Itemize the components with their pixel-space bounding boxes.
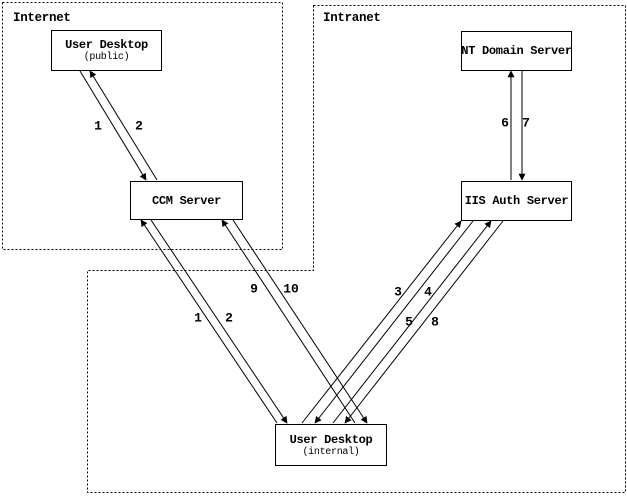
edge-label-10: 10 (283, 281, 299, 297)
node-nt-domain-server: NT Domain Server (461, 31, 572, 71)
node-title: IIS Auth Server (464, 194, 569, 208)
intranet-zone-outline (87, 5, 626, 493)
edge-label-7: 7 (522, 115, 530, 131)
node-user-desktop-internal: User Desktop (internal) (275, 424, 387, 466)
edge-label-1-internal: 1 (194, 310, 202, 326)
edge-label-9: 9 (250, 281, 258, 297)
arrow-2-ccm-to-public-desktop (89, 70, 158, 181)
edge-label-4: 4 (424, 284, 432, 300)
edge-label-1-public: 1 (94, 118, 102, 134)
edge-label-2-public: 2 (135, 118, 143, 134)
internet-zone-outline (2, 2, 283, 250)
arrow-4-iis-to-internal-desktop (314, 220, 474, 424)
node-title: CCM Server (151, 193, 221, 208)
node-iis-auth-server: IIS Auth Server (461, 181, 572, 221)
arrow-5-internal-desktop-to-iis (332, 220, 492, 424)
node-ccm-server: CCM Server (130, 181, 243, 220)
arrow-2-ccm-to-internal-desktop (150, 219, 288, 424)
node-user-desktop-public: User Desktop (public) (51, 30, 162, 71)
arrow-8-iis-to-internal-desktop (344, 220, 504, 424)
internet-zone-label: Internet (13, 11, 71, 25)
node-title: User Desktop (289, 432, 373, 447)
arrow-9-internal-desktop-to-ccm (221, 219, 356, 424)
node-subtitle: (internal) (302, 446, 360, 458)
edge-label-8: 8 (431, 314, 439, 330)
edge-label-3: 3 (394, 284, 402, 300)
intranet-zone-label: Intranet (323, 11, 381, 25)
edge-label-5: 5 (405, 314, 413, 330)
arrow-1-internal-desktop-to-ccm (140, 219, 278, 424)
node-title: NT Domain Server (461, 44, 572, 58)
edge-label-6: 6 (501, 115, 509, 131)
edge-label-2-internal: 2 (225, 310, 233, 326)
arrow-3-internal-desktop-to-iis (301, 220, 462, 424)
node-subtitle: (public) (83, 52, 130, 63)
arrow-10-ccm-to-internal-desktop (232, 219, 368, 424)
node-title: User Desktop (65, 38, 148, 52)
arrow-1-public-desktop-to-ccm (79, 70, 147, 181)
